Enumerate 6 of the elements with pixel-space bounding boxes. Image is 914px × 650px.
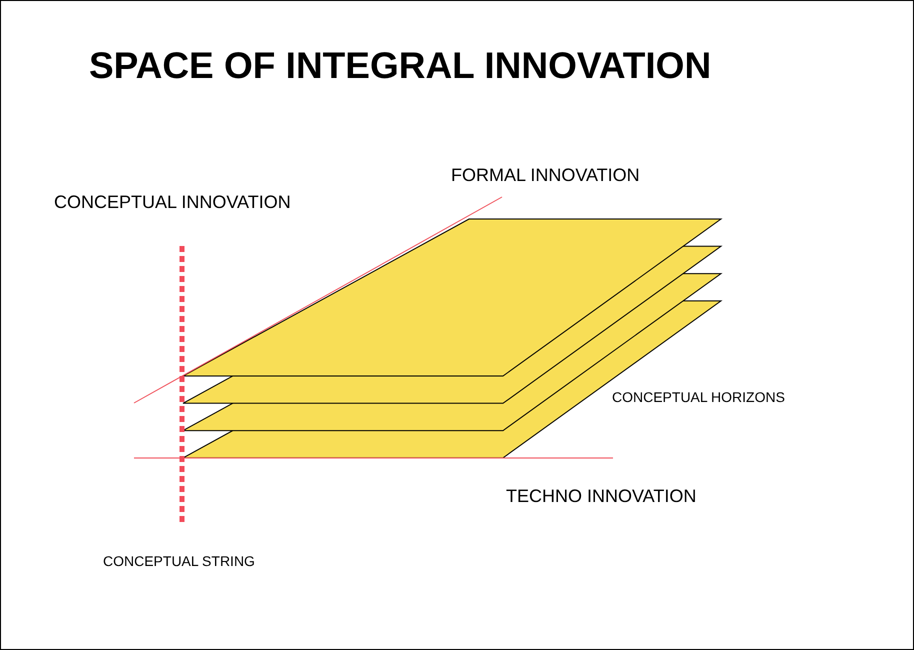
axis-label: CONCEPTUAL INNOVATION — [54, 193, 291, 211]
axis-label: FORMAL INNOVATION — [451, 166, 640, 184]
axis-label: CONCEPTUAL HORIZONS — [612, 390, 785, 404]
axis-label: CONCEPTUAL STRING — [103, 554, 255, 568]
axis-label: TECHNO INNOVATION — [506, 487, 696, 505]
title: SPACE OF INTEGRAL INNOVATION — [89, 47, 712, 84]
